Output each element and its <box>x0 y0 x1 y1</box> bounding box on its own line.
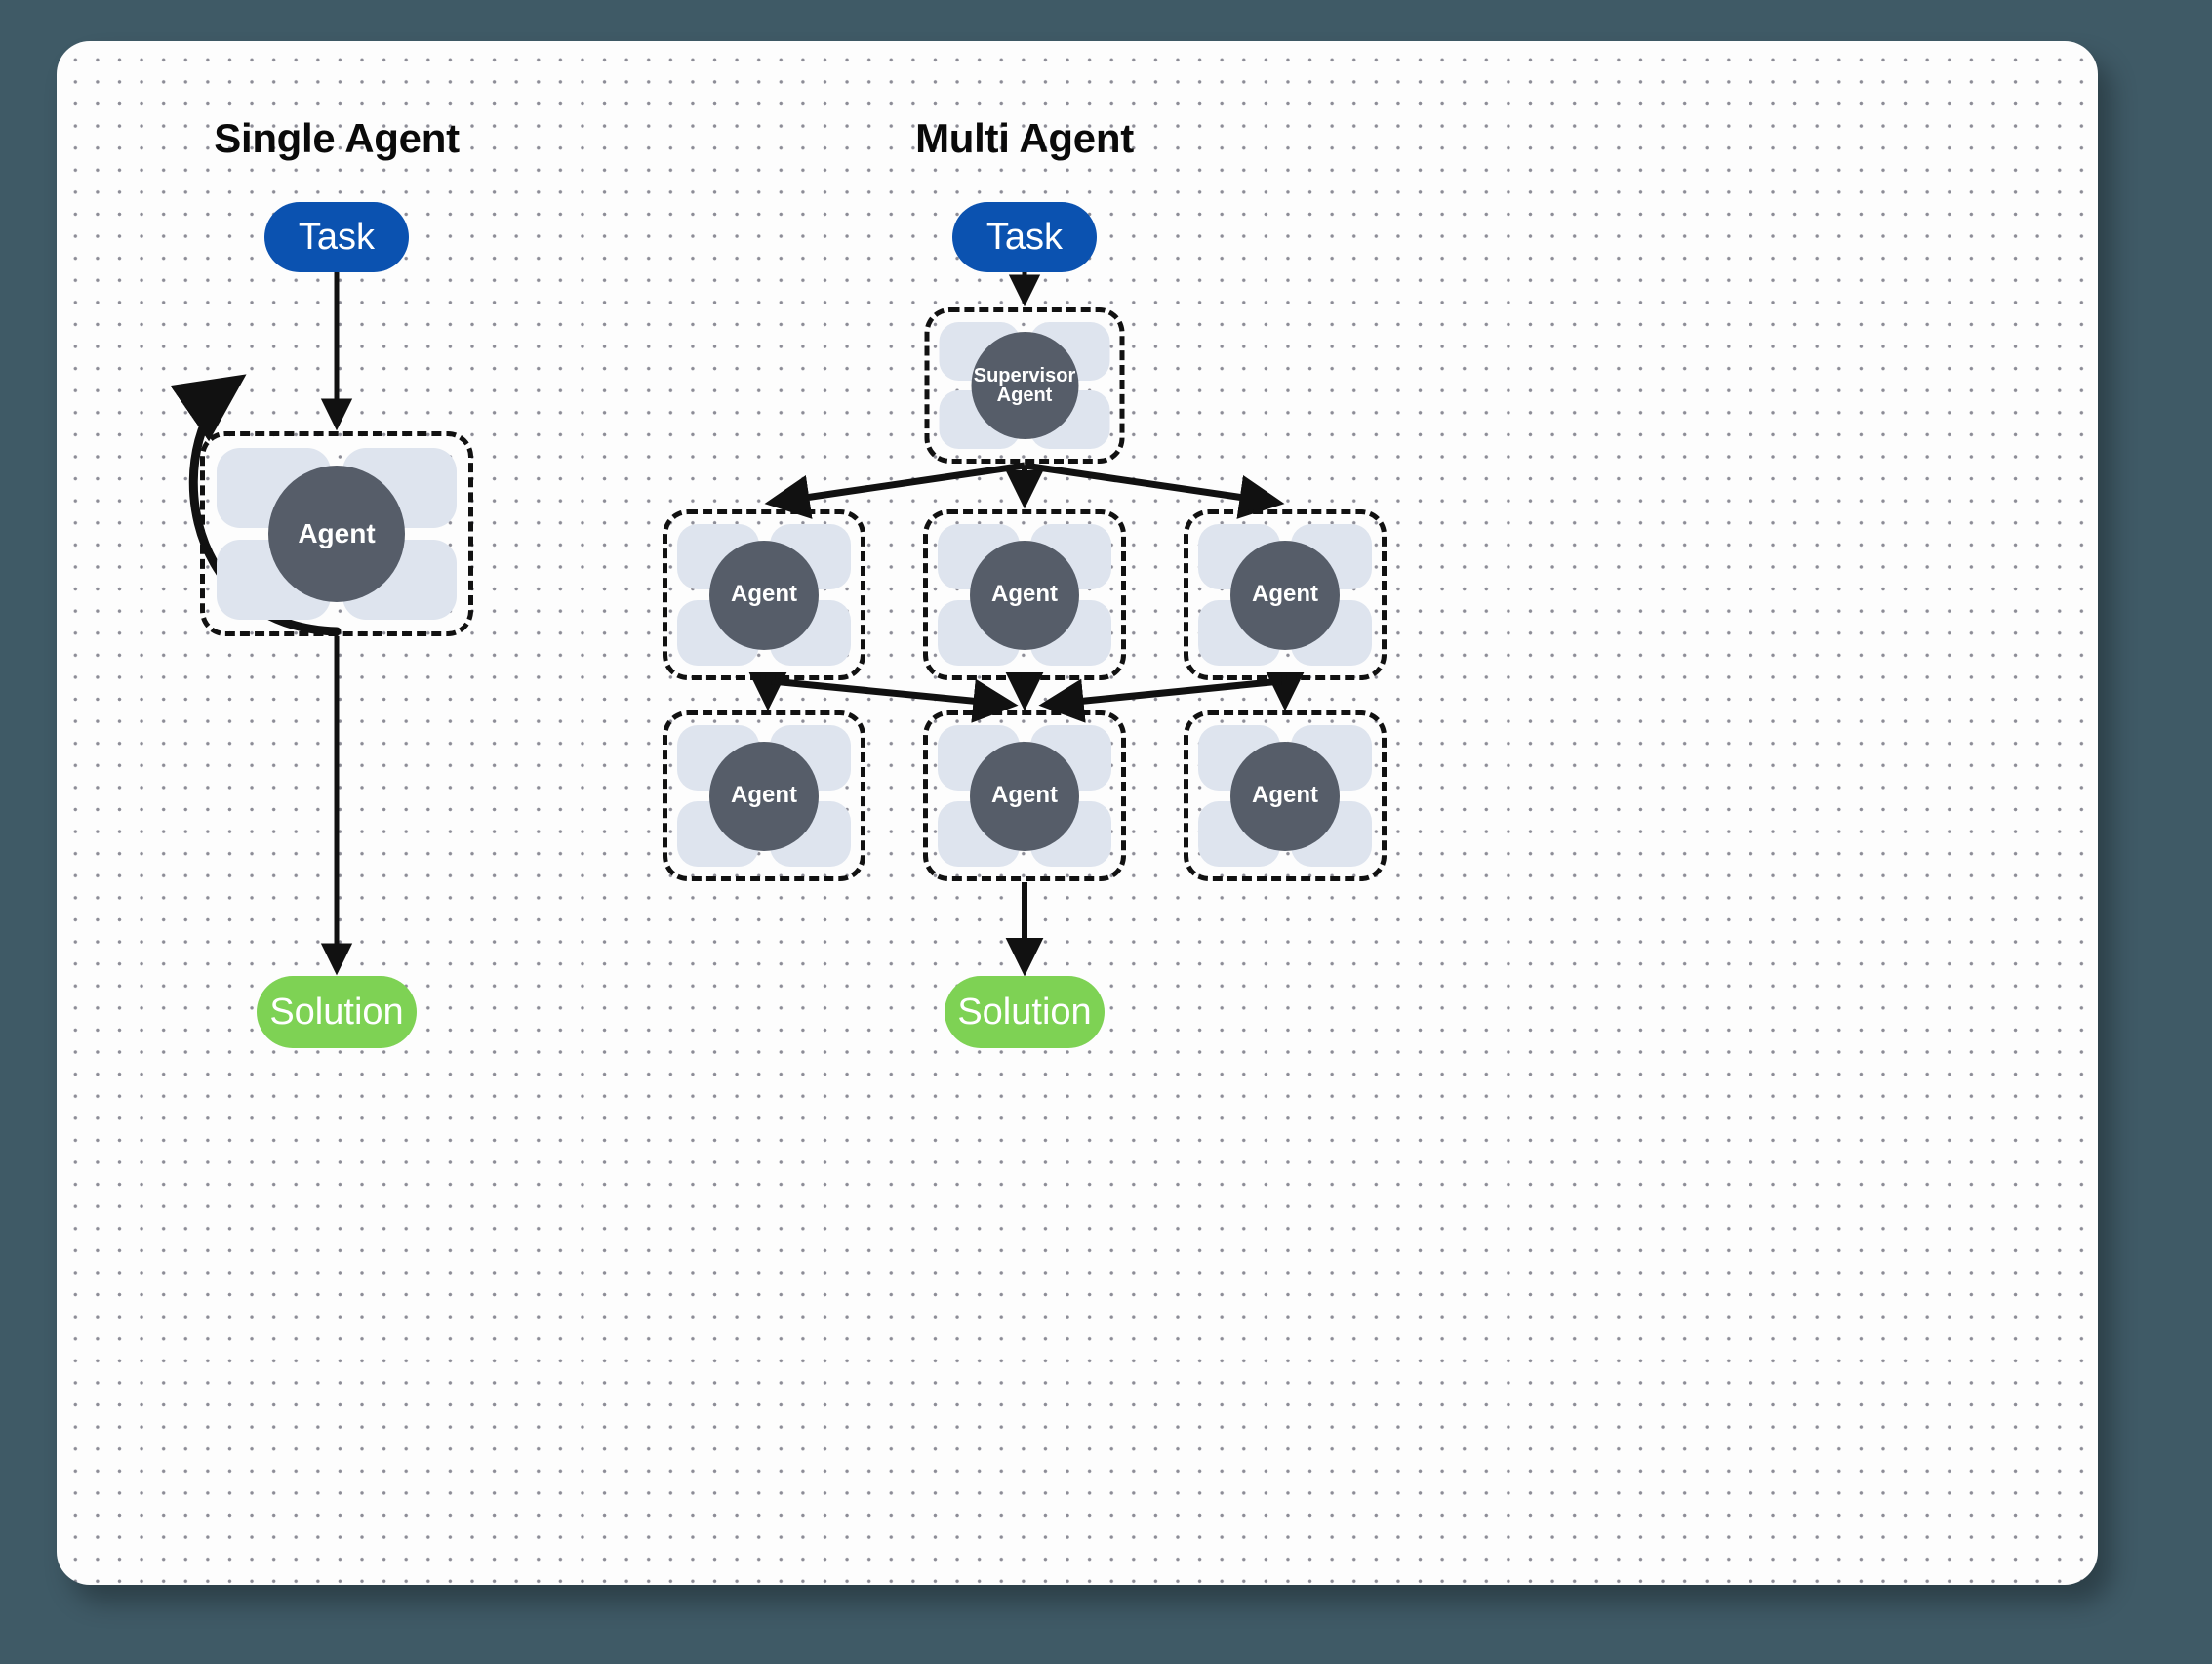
panel-title-multi-agent: Multi Agent <box>915 115 1134 161</box>
supervisor-label-line2: Agent <box>996 385 1053 406</box>
agent-label: Agent <box>1252 782 1318 809</box>
task-node-single[interactable]: Task <box>264 202 409 272</box>
solution-node-single[interactable]: Solution <box>257 976 417 1048</box>
supervisor-agent-node[interactable]: Supervisor Agent <box>924 307 1125 464</box>
agent-label: Agent <box>991 581 1058 608</box>
agent-label: Agent <box>991 782 1058 809</box>
agent-node-r1c3[interactable]: Agent <box>1184 509 1387 680</box>
supervisor-label-line1: Supervisor <box>973 364 1076 386</box>
solution-label-multi: Solution <box>957 991 1092 1033</box>
agent-label-single: Agent <box>298 517 376 548</box>
agent-node-r2c1[interactable]: Agent <box>663 710 865 881</box>
edge-r1c1-to-r2c2 <box>771 677 1019 723</box>
solution-node-multi[interactable]: Solution <box>945 976 1105 1048</box>
agent-node-r1c2[interactable]: Agent <box>923 509 1126 680</box>
task-label-multi: Task <box>985 216 1064 258</box>
agent-node-r2c3[interactable]: Agent <box>1184 710 1387 881</box>
supervisor-core-circle: Supervisor Agent <box>971 332 1078 439</box>
edge-r1c3-to-r2c2 <box>1038 677 1282 723</box>
task-node-multi[interactable]: Task <box>952 202 1097 272</box>
agent-core-circle: Agent <box>970 741 1079 851</box>
agent-core-circle: Agent <box>1230 741 1340 851</box>
agent-node-r1c1[interactable]: Agent <box>663 509 865 680</box>
edge-supervisor-to-r1c3 <box>1024 462 1285 519</box>
agent-core-circle: Agent <box>268 466 405 602</box>
agent-label: Agent <box>731 581 797 608</box>
agent-core-circle: Agent <box>1230 540 1340 650</box>
agent-node-r2c2[interactable]: Agent <box>923 710 1126 881</box>
solution-label-single: Solution <box>269 991 404 1033</box>
panel-title-single-agent: Single Agent <box>214 115 460 161</box>
edge-supervisor-to-r1c1 <box>764 462 1026 519</box>
agent-node-single[interactable]: Agent <box>200 431 473 636</box>
agent-label: Agent <box>731 782 797 809</box>
agent-core-circle: Agent <box>709 540 819 650</box>
agent-label: Agent <box>1252 581 1318 608</box>
diagram-card: Single Agent Task Agent Solution Multi A… <box>57 41 2098 1585</box>
task-label-single: Task <box>298 216 376 258</box>
agent-core-circle: Agent <box>709 741 819 851</box>
agent-core-circle: Agent <box>970 540 1079 650</box>
